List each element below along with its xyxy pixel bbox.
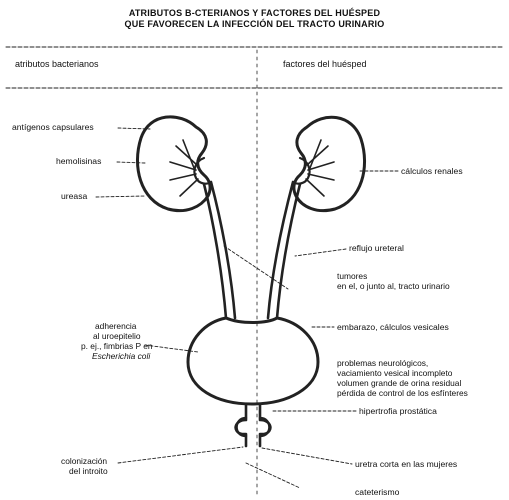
colonization-line-2: del introito bbox=[69, 467, 108, 477]
right-kidney-calyces bbox=[306, 140, 334, 196]
label-ureteral-reflux: reflujo ureteral bbox=[349, 243, 404, 253]
label-prostatic-hypertrophy: hipertrofia prostática bbox=[359, 406, 437, 416]
label-renal-stones: cálculos renales bbox=[401, 166, 463, 176]
label-pregnancy-bladder-stones: embarazo, cálculos vesicales bbox=[337, 322, 449, 332]
adherence-organism: Escherichia coli bbox=[92, 352, 150, 362]
urethra bbox=[236, 404, 271, 446]
label-catheterization: cateterismo bbox=[355, 487, 399, 497]
left-ureter bbox=[204, 184, 226, 318]
leader-lines-left bbox=[96, 128, 243, 463]
right-ureter-inner bbox=[268, 182, 293, 318]
bladder bbox=[188, 318, 318, 404]
label-urease: ureasa bbox=[61, 191, 87, 201]
left-kidney-calyces bbox=[170, 140, 198, 196]
label-hemolysins: hemolisinas bbox=[56, 156, 101, 166]
label-capsular-antigens: antígenos capsulares bbox=[12, 122, 94, 132]
neuro-line-4: pérdida de control de los esfínteres bbox=[337, 389, 468, 399]
tumors-line-2: en el, o junto al, tracto urinario bbox=[337, 282, 450, 292]
label-short-urethra: uretra corta en las mujeres bbox=[355, 459, 457, 469]
